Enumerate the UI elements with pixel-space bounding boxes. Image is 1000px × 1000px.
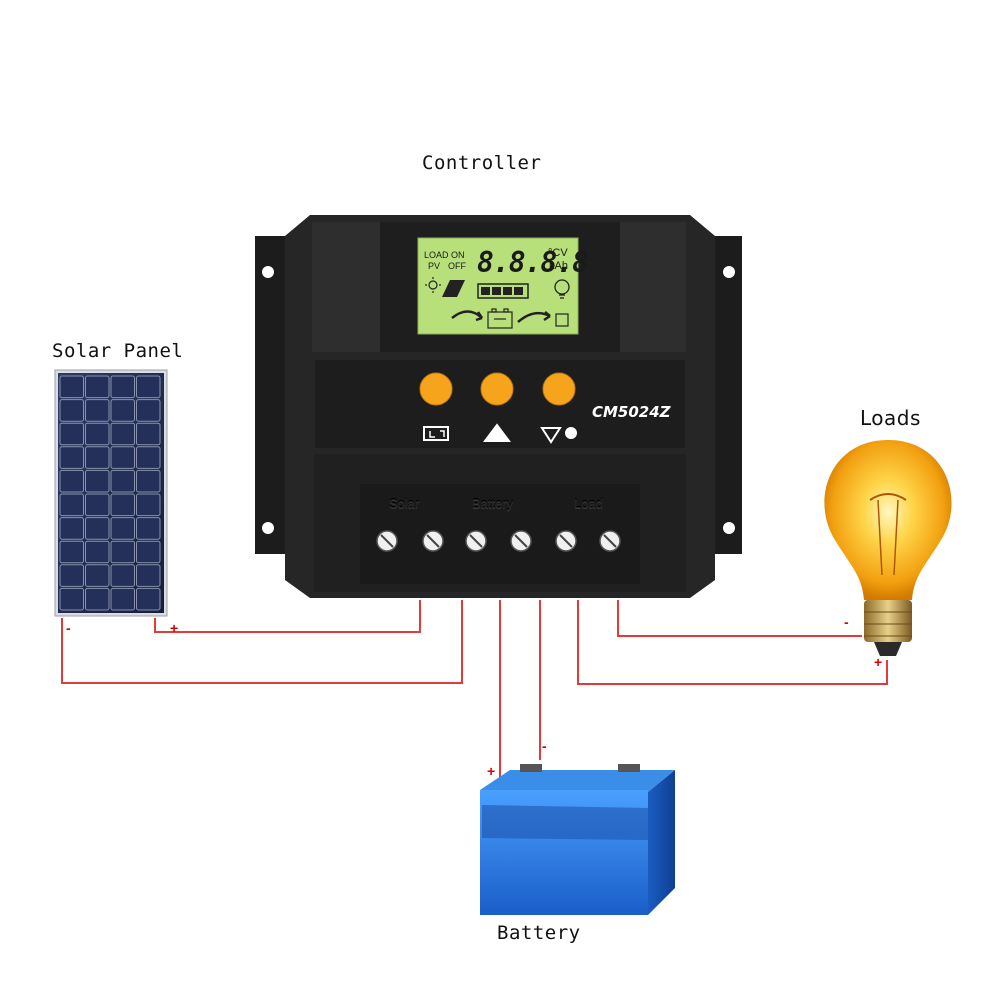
solar-cell bbox=[136, 469, 161, 493]
battery-icon bbox=[480, 764, 675, 915]
solar-cell bbox=[136, 422, 161, 446]
battery-minus-mark: - bbox=[542, 738, 547, 754]
sun-icon bbox=[425, 277, 441, 293]
solar-cell bbox=[110, 399, 135, 422]
screw-slot bbox=[603, 534, 617, 548]
solar-cell bbox=[85, 446, 110, 469]
panel-plus-mark: + bbox=[170, 620, 179, 636]
solar-cell bbox=[85, 493, 110, 517]
solar-cell bbox=[110, 469, 135, 493]
model-number: CM5024Z bbox=[592, 403, 671, 421]
solar-cell bbox=[85, 564, 110, 587]
lcd-pv-text: PV bbox=[428, 261, 441, 271]
solar-cell bbox=[110, 587, 135, 611]
solar-cell bbox=[59, 587, 84, 611]
wire-load-minus bbox=[617, 600, 862, 637]
solar-cell bbox=[136, 493, 161, 517]
lcd-load-text: LOAD bbox=[424, 250, 449, 260]
discharge-arrow-icon bbox=[517, 311, 551, 323]
solar-cell bbox=[110, 375, 135, 399]
lcd-digits: 8.8.8.8 bbox=[477, 246, 589, 279]
solar-cell bbox=[59, 469, 84, 493]
plus-symbol-icon bbox=[483, 423, 511, 442]
solar-cell bbox=[59, 540, 84, 564]
panel-minus-mark: - bbox=[66, 620, 71, 636]
light-bulb-icon bbox=[824, 440, 952, 656]
solar-cell bbox=[59, 517, 84, 540]
solar-cell bbox=[59, 564, 84, 587]
screw-slot bbox=[469, 534, 483, 548]
solar-cell bbox=[136, 446, 161, 469]
solar-cell bbox=[85, 517, 110, 540]
lcd-bulb-icon bbox=[554, 279, 570, 299]
terminal-label-battery: Battery bbox=[472, 496, 514, 511]
menu-button bbox=[419, 372, 453, 406]
battery-status-icon bbox=[487, 308, 513, 329]
lcd-off-text: OFF bbox=[448, 261, 466, 271]
screw-slot bbox=[559, 534, 573, 548]
solar-cell bbox=[85, 422, 110, 446]
load-button bbox=[542, 372, 576, 406]
terminal-screws bbox=[376, 530, 621, 552]
solar-cell bbox=[136, 540, 161, 564]
controller-label: Controller bbox=[422, 152, 542, 174]
solar-cell bbox=[59, 375, 84, 399]
solar-cell bbox=[59, 399, 84, 422]
solar-cell bbox=[85, 469, 110, 493]
buttons[interactable] bbox=[419, 372, 576, 406]
battery-level-icon bbox=[477, 283, 529, 299]
load-minus-mark: - bbox=[844, 614, 849, 630]
solar-cell bbox=[85, 540, 110, 564]
battery-plus-mark: + bbox=[487, 763, 496, 779]
solar-panel-icon bbox=[54, 369, 168, 617]
solar-cell bbox=[136, 399, 161, 422]
wire-panel-plus bbox=[154, 600, 421, 633]
terminal-label-solar: Solar bbox=[389, 496, 420, 511]
lcd-on-text: ON bbox=[451, 250, 465, 260]
solar-cell bbox=[136, 375, 161, 399]
load-plus-mark: + bbox=[874, 654, 883, 670]
menu-symbol-icon bbox=[423, 426, 449, 441]
solar-cell bbox=[136, 517, 161, 540]
solar-cell bbox=[85, 587, 110, 611]
solar-cell bbox=[136, 587, 161, 611]
charge-arrow-icon bbox=[451, 310, 484, 322]
solar-cell bbox=[85, 399, 110, 422]
solar-cell bbox=[110, 564, 135, 587]
solar-panel-label: Solar Panel bbox=[52, 340, 184, 362]
solar-cell bbox=[110, 493, 135, 517]
load-symbol-icon bbox=[540, 427, 562, 444]
solar-cell bbox=[59, 493, 84, 517]
timer-icon bbox=[555, 313, 569, 327]
wires bbox=[61, 600, 888, 788]
solar-cell bbox=[110, 446, 135, 469]
solar-cell bbox=[136, 564, 161, 587]
solar-cell bbox=[110, 540, 135, 564]
solar-cell bbox=[59, 422, 84, 446]
loads-label: Loads bbox=[860, 406, 921, 430]
wire-panel-minus bbox=[61, 600, 463, 684]
pv-icon bbox=[442, 280, 465, 297]
terminal-label-load: Load bbox=[574, 496, 603, 511]
wire-load-plus bbox=[577, 600, 888, 685]
lcd-display bbox=[417, 237, 579, 335]
solar-cell bbox=[110, 422, 135, 446]
screw-slot bbox=[514, 534, 528, 548]
solar-cell bbox=[85, 375, 110, 399]
solar-cell bbox=[110, 517, 135, 540]
plus-button bbox=[480, 372, 514, 406]
lcd-unit-bottom: kAh bbox=[549, 260, 568, 272]
solar-cell bbox=[59, 446, 84, 469]
lcd-unit-top: °CV bbox=[548, 247, 568, 259]
screw-slot bbox=[380, 534, 394, 548]
screw-slot bbox=[426, 534, 440, 548]
battery-label: Battery bbox=[497, 922, 581, 944]
